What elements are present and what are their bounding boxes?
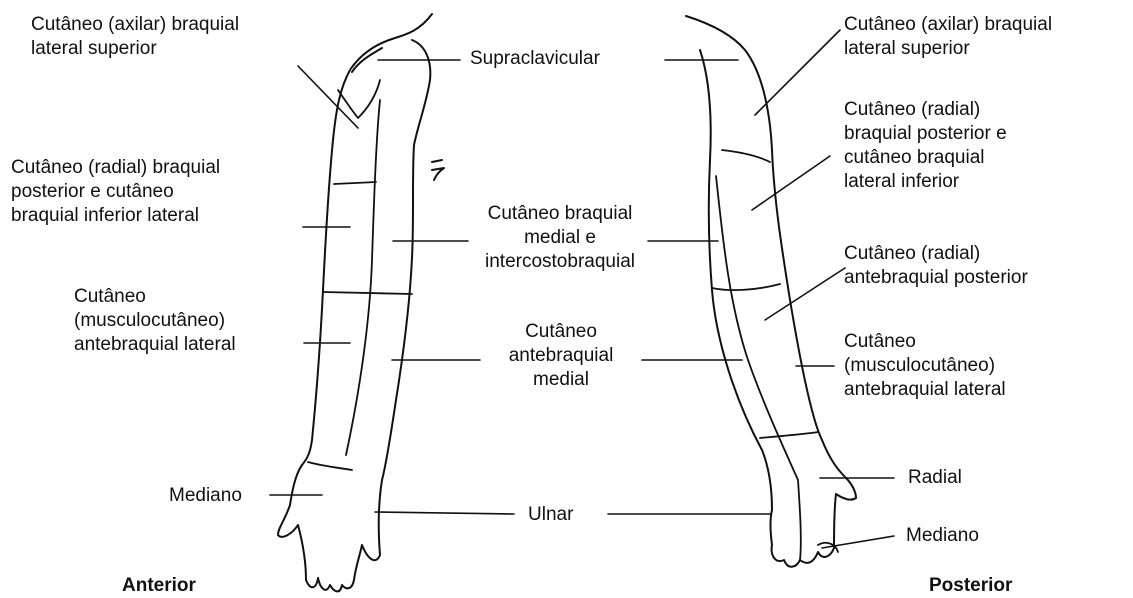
label-posterior-musculocutaneo: Cutâneo (musculocutâneo) antebraquial la… (844, 330, 1006, 402)
label-posterior-mediano: Mediano (906, 524, 979, 548)
label-anterior-mediano: Mediano (169, 484, 242, 508)
label-posterior-radial-antebraquial: Cutâneo (radial) antebraquial posterior (844, 242, 1028, 290)
label-posterior-radial: Radial (908, 466, 962, 490)
view-title-anterior: Anterior (122, 574, 196, 598)
label-posterior-axilar: Cutâneo (axilar) braquial lateral superi… (844, 13, 1052, 61)
label-ulnar: Ulnar (528, 503, 573, 527)
label-anterior-musculocutaneo: Cutâneo (musculocutâneo) antebraquial la… (74, 285, 236, 357)
leader-lines (270, 30, 894, 548)
label-antebraquial-medial: Cutâneo antebraquial medial (478, 320, 644, 392)
label-supraclavicular: Supraclavicular (470, 47, 600, 71)
label-braquial-medial: Cutâneo braquial medial e intercostobraq… (464, 202, 656, 274)
posterior-zone-lines (712, 150, 838, 560)
label-anterior-radial-braquial: Cutâneo (radial) braquial posterior e cu… (11, 156, 220, 228)
label-anterior-axilar: Cutâneo (axilar) braquial lateral superi… (31, 13, 239, 61)
label-posterior-radial-braquial: Cutâneo (radial) braquial posterior e cu… (844, 98, 1007, 194)
anterior-arm-outline (278, 14, 444, 591)
view-title-posterior: Posterior (929, 574, 1012, 598)
